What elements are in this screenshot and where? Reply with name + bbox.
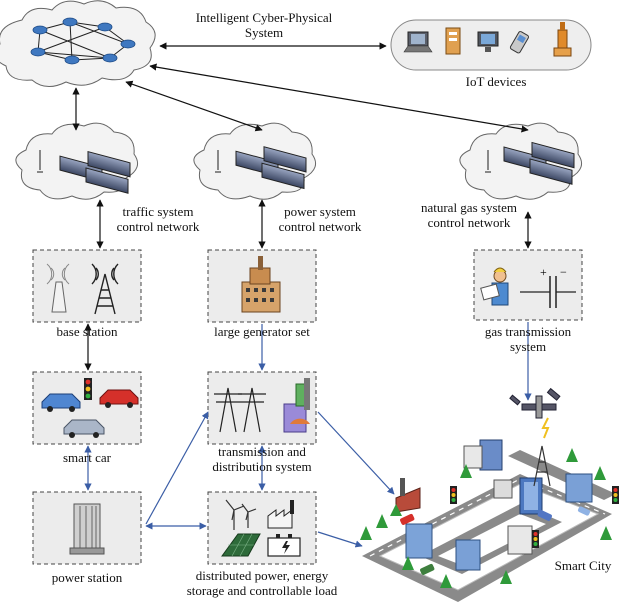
power-control-cloud (193, 122, 317, 200)
traffic-net-label: traffic system control network (116, 204, 200, 234)
battery-icon (267, 534, 301, 557)
substation-icon (283, 378, 310, 433)
traffic-control-cloud (15, 122, 139, 200)
energy-arrows (84, 322, 532, 548)
pc-tower-icon (445, 27, 461, 55)
control-arrows (72, 42, 532, 371)
transmission-label: transmission and distribution system (212, 444, 312, 474)
smart-car-label: smart car (62, 450, 111, 465)
power-station-label: power station (51, 570, 123, 585)
gas-transmission-label: gas transmission system (484, 324, 572, 354)
engineer-icon (480, 267, 509, 306)
car-icon-grey (63, 419, 105, 438)
gas-box (473, 249, 583, 321)
smart-city-illustration (360, 387, 619, 602)
sensor-device-icon (553, 22, 572, 57)
factory-small-icon (267, 500, 294, 529)
factory-icon (241, 256, 281, 313)
generator-label: large generator set (214, 324, 310, 339)
base-station-box (32, 249, 142, 323)
iot-label: IoT devices (465, 74, 527, 89)
gas-net-label: natural gas system control network (420, 200, 518, 230)
laptop-icon (403, 31, 433, 53)
svg-text:+: + (540, 265, 547, 279)
antenna-icon (46, 263, 70, 313)
icps-label: Intelligent Cyber-Physical System (195, 10, 333, 40)
capacitor-icon: + − (520, 265, 576, 308)
wind-turbine-icon (225, 499, 257, 530)
monitor-icon (477, 31, 499, 52)
phone-icon (509, 31, 529, 54)
svg-text:−: − (560, 265, 567, 279)
smart-city-label: Smart City (554, 558, 612, 573)
gas-control-cloud (459, 122, 583, 200)
distributed-label: distributed power, energy storage and co… (186, 568, 338, 598)
solar-panel-icon (221, 533, 261, 557)
traffic-light-icon (84, 378, 92, 400)
power-station-icon (69, 503, 105, 555)
base-station-label: base station (56, 324, 118, 339)
car-icon-blue (41, 393, 81, 412)
network-cloud (0, 0, 156, 87)
power-net-label: power system control network (278, 204, 362, 234)
car-icon-red (99, 389, 139, 408)
iot-devices-cloud (390, 19, 592, 71)
transmission-tower-icon (214, 387, 266, 433)
cell-tower-icon (91, 263, 119, 315)
